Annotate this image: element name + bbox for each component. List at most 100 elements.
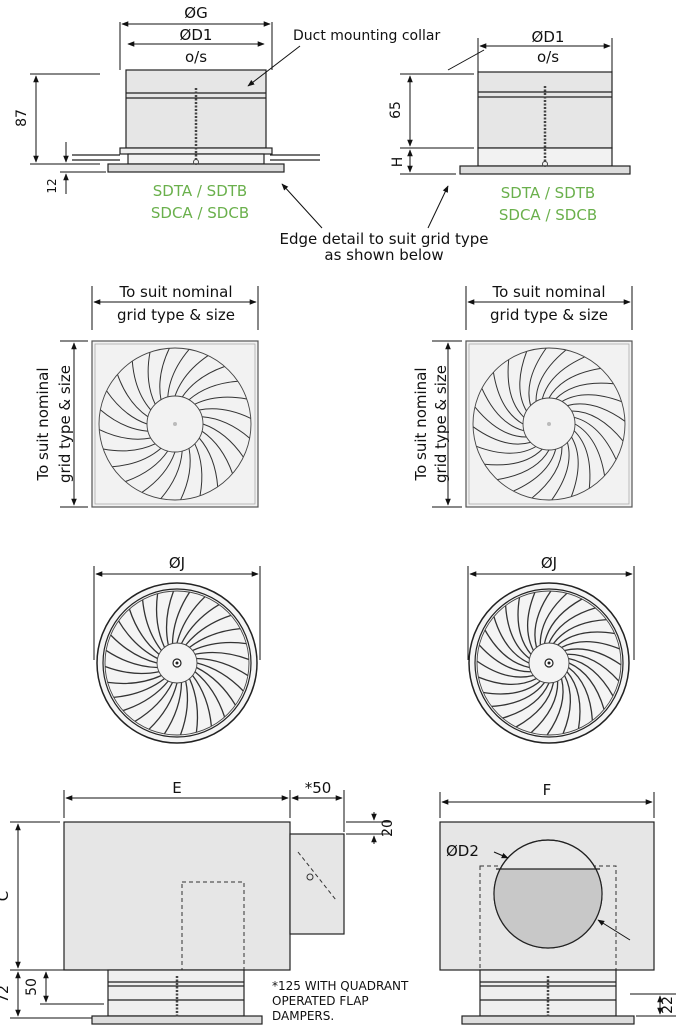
swirl-blade bbox=[484, 448, 543, 466]
hub-ring bbox=[528, 642, 570, 684]
swirl-blade bbox=[531, 446, 563, 499]
edge-leader-left bbox=[281, 183, 323, 229]
swirl-blade bbox=[561, 394, 622, 403]
swirl-blade bbox=[106, 390, 148, 425]
swirl-blade bbox=[543, 598, 583, 644]
swirl-blades-round bbox=[104, 590, 250, 736]
swirl-blade bbox=[481, 388, 525, 432]
swirl-blade bbox=[192, 641, 247, 652]
blade-ring bbox=[98, 347, 252, 501]
d2-leader bbox=[493, 851, 509, 859]
swirl-blade bbox=[541, 356, 585, 400]
swirl-blade bbox=[548, 367, 601, 399]
dim-g-label: ØG bbox=[184, 4, 207, 22]
swirl-blade bbox=[196, 657, 249, 677]
swirl-blade bbox=[181, 366, 225, 398]
swirl-blade bbox=[163, 682, 183, 735]
round-centre-pin-right bbox=[547, 661, 551, 665]
swirl-blade bbox=[557, 631, 615, 646]
swirl-blade bbox=[507, 359, 525, 418]
swirl-blade bbox=[131, 361, 152, 411]
swirl-blade bbox=[202, 423, 244, 458]
swirl-blade bbox=[535, 349, 567, 402]
swirl-blade bbox=[117, 374, 149, 418]
swirl-blade bbox=[110, 634, 158, 664]
swirl-blade bbox=[160, 450, 183, 500]
round-face-right: ØJ bbox=[467, 554, 635, 744]
dim-d1-right-label: ØD1 bbox=[532, 28, 565, 46]
swirl-blade bbox=[194, 651, 250, 661]
swirl-blade bbox=[548, 607, 596, 644]
dim-50-label: 50 bbox=[24, 978, 40, 996]
dim-22-label: 22 bbox=[660, 996, 676, 1014]
blade-ring bbox=[104, 590, 250, 736]
swirl-blade bbox=[199, 408, 252, 419]
dim-d2-label: ØD2 bbox=[446, 842, 479, 860]
model-list-left-1: SDTA / SDTB bbox=[153, 182, 247, 200]
dim-72-label: 72 bbox=[0, 985, 12, 1003]
swirl-blade bbox=[502, 682, 550, 719]
dim-os-label: o/s bbox=[185, 48, 207, 66]
plenum-side-view: E *50 20 C 72 50 *125 WITH QUAD bbox=[0, 779, 409, 1025]
damper-pivot bbox=[306, 873, 314, 881]
sq-side-label-2: grid type & size bbox=[56, 365, 74, 483]
square-face-left: To suit nominal grid type & size To suit… bbox=[34, 283, 259, 508]
swirl-blade bbox=[125, 450, 169, 482]
hub-ring bbox=[156, 642, 198, 684]
dim-65-label: 65 bbox=[388, 101, 404, 119]
swirl-blade bbox=[171, 591, 191, 644]
swirl-blade bbox=[491, 682, 546, 708]
edge-note-line2: as shown below bbox=[324, 246, 443, 264]
dim-h-label: H bbox=[390, 157, 406, 168]
swirl-blade bbox=[539, 592, 568, 646]
swirl-blade bbox=[180, 604, 220, 644]
centre-dot bbox=[173, 422, 177, 426]
hidden-spigot-outline bbox=[181, 881, 245, 971]
square-face-edge-right bbox=[468, 343, 630, 505]
side-spigot bbox=[289, 833, 345, 935]
swirl-blade bbox=[478, 676, 537, 686]
damper-blade-line bbox=[297, 851, 337, 901]
swirl-blade bbox=[561, 640, 620, 650]
swirl-blade bbox=[476, 660, 534, 678]
side-view-left: ØG ØD1 o/s 87 12 Duct mounting collar SD… bbox=[14, 4, 440, 222]
swirl-blade bbox=[484, 629, 530, 669]
dim-os-right-label: o/s bbox=[537, 48, 559, 66]
model-list-right-1: SDTA / SDTB bbox=[501, 184, 595, 202]
dim-c-label: C bbox=[0, 891, 12, 901]
swirl-blade bbox=[196, 666, 236, 706]
swirl-blade bbox=[155, 593, 166, 648]
duct-collar-callout: Duct mounting collar bbox=[293, 28, 440, 44]
swirl-blade bbox=[165, 590, 175, 646]
swirl-blade bbox=[564, 648, 622, 666]
swirl-blade bbox=[141, 451, 176, 493]
swirl-blade bbox=[147, 352, 156, 405]
swirl-blade bbox=[546, 678, 564, 736]
plenum-face-plate bbox=[91, 1015, 263, 1025]
square-face-edge bbox=[94, 343, 256, 505]
swirl-blade bbox=[189, 627, 241, 648]
swirl-blade bbox=[567, 403, 626, 422]
round-centre-pin bbox=[175, 661, 179, 665]
sq-side-label-right-2: grid type & size bbox=[432, 365, 450, 483]
note-line2: OPERATED FLAP bbox=[272, 994, 369, 1008]
collar-leader-right bbox=[447, 49, 485, 71]
swirl-blade bbox=[574, 423, 606, 476]
swirl-blade bbox=[185, 614, 232, 646]
dim-12-label: 12 bbox=[45, 178, 59, 193]
swirl-blade bbox=[472, 426, 531, 445]
swirl-blade bbox=[196, 662, 244, 692]
swirl-blade bbox=[555, 382, 614, 400]
dim-f-label: F bbox=[543, 781, 552, 799]
spigot-outline bbox=[493, 839, 603, 949]
dim-j-label: ØJ bbox=[169, 554, 185, 572]
plenum-face-plate-end bbox=[461, 1015, 635, 1025]
diffuser-face-plate bbox=[107, 163, 285, 173]
swirl-blade bbox=[179, 680, 189, 736]
swirl-blade bbox=[497, 449, 550, 481]
hub-ring bbox=[146, 395, 204, 453]
swirl-blade bbox=[504, 605, 530, 660]
swirl-blade bbox=[573, 430, 591, 489]
swirl-blade bbox=[483, 680, 541, 695]
